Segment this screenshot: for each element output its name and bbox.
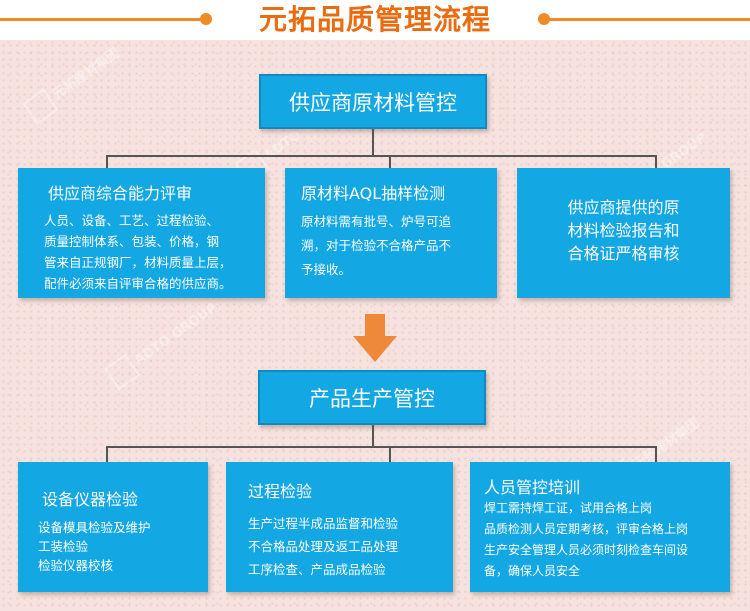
- title-decor-line-left: [0, 18, 203, 21]
- box-line: 生产过程半成品监督和检验: [248, 516, 399, 531]
- process-inspection-box: 过程检验 生产过程半成品监督和检验 不合格品处理及返工品处理 工序检查、产品成品…: [226, 462, 453, 592]
- watermark-brand: 元拓建材集团: [50, 45, 123, 103]
- bottom-connector-bar: [106, 446, 657, 448]
- title-decor-line-right: [547, 18, 750, 21]
- box-line: 工序检查、产品成品检验: [248, 562, 386, 577]
- supplier-material-control-label: 供应商原材料管控: [289, 90, 457, 115]
- box-line: 材料检验报告和: [567, 221, 680, 240]
- title-decor-dot-left: [200, 13, 212, 25]
- box-body: 供应商提供的原 材料检验报告和 合格证严格审核: [517, 196, 730, 265]
- box-title: 原材料AQL抽样检测: [301, 184, 446, 203]
- production-control-label: 产品生产管控: [309, 386, 435, 411]
- box-title: 人员管控培训: [484, 478, 581, 497]
- box-line: 合格证严格审核: [567, 244, 680, 263]
- box-line: 焊工需持焊工证，试用合格上岗: [484, 501, 653, 515]
- box-line: 管来自正规钢厂，材料质量上层，: [44, 255, 232, 270]
- watermark-logo: 元拓建材集团: [22, 41, 125, 125]
- supplier-report-review-box: 供应商提供的原 材料检验报告和 合格证严格审核: [517, 168, 730, 298]
- box-line: 不合格品处理及返工品处理: [248, 539, 399, 554]
- title-decor-dot-right: [538, 13, 550, 25]
- box-line: 设备模具检验及维护: [38, 520, 151, 535]
- bottom-connector-stem: [372, 425, 374, 447]
- box-line: 质量控制体系、包装、价格，钢: [44, 234, 220, 249]
- equipment-inspection-box: 设备仪器检验 设备模具检验及维护 工装检验 检验仪器校核: [18, 462, 208, 592]
- personnel-training-box: 人员管控培训 焊工需持焊工证，试用合格上岗 品质检测人员定期考核，评审合格上岗 …: [470, 462, 730, 592]
- box-line: 工装检验: [38, 539, 89, 554]
- box-line: 品质检测人员定期考核，评审合格上岗: [484, 522, 689, 536]
- top-connector-right-drop: [655, 155, 657, 169]
- box-body: 焊工需持焊工证，试用合格上岗 品质检测人员定期考核，评审合格上岗 生产安全管理人…: [484, 498, 688, 582]
- box-line: 原材料需有批号、炉号可追: [301, 214, 452, 229]
- box-title: 过程检验: [248, 482, 313, 501]
- box-body: 人员、设备、工艺、过程检验、 质量控制体系、包装、价格，钢 管来自正规钢厂，材料…: [44, 210, 232, 294]
- box-line: 予接收。: [301, 262, 352, 277]
- box-body: 生产过程半成品监督和检验 不合格品处理及返工品处理 工序检查、产品成品检验: [248, 512, 398, 581]
- box-title: 设备仪器检验: [42, 490, 139, 509]
- box-line: 人员、设备、工艺、过程检验、: [44, 213, 220, 228]
- watermark-logo: ADTO GROUP: [104, 296, 223, 391]
- box-line: 溯，对于检验不合格产品不: [301, 238, 452, 253]
- top-connector-left-drop: [106, 155, 108, 169]
- box-body: 设备模具检验及维护 工装检验 检验仪器校核: [38, 518, 151, 575]
- box-title: 供应商综合能力评审: [48, 184, 193, 203]
- box-line: 配件必须来自评审合格的供应商。: [44, 276, 232, 291]
- flow-down-arrow-icon: [353, 314, 397, 362]
- aql-sampling-box: 原材料AQL抽样检测 原材料需有批号、炉号可追 溯，对于检验不合格产品不 予接收…: [285, 168, 497, 298]
- top-connector-mid-drop: [389, 155, 391, 169]
- supplier-material-control-box: 供应商原材料管控: [259, 74, 487, 129]
- top-connector-bar: [106, 155, 657, 157]
- top-connector-stem: [372, 129, 374, 156]
- bottom-connector-right-drop: [655, 446, 657, 462]
- page-title: 元拓品质管理流程: [258, 3, 491, 36]
- production-control-box: 产品生产管控: [258, 370, 486, 425]
- supplier-capability-review-box: 供应商综合能力评审 人员、设备、工艺、过程检验、 质量控制体系、包装、价格，钢 …: [18, 168, 265, 298]
- box-line: 检验仪器校核: [38, 558, 114, 573]
- watermark-brand-en: ADTO GROUP: [131, 300, 220, 369]
- box-line: 供应商提供的原: [567, 198, 680, 217]
- box-line: 备，确保人员安全: [484, 564, 581, 578]
- box-body: 原材料需有批号、炉号可追 溯，对于检验不合格产品不 予接收。: [301, 210, 451, 282]
- bottom-connector-left-drop: [106, 446, 108, 462]
- bottom-connector-mid-drop: [389, 446, 391, 462]
- box-line: 生产安全管理人员必须时刻检查车间设: [484, 543, 689, 557]
